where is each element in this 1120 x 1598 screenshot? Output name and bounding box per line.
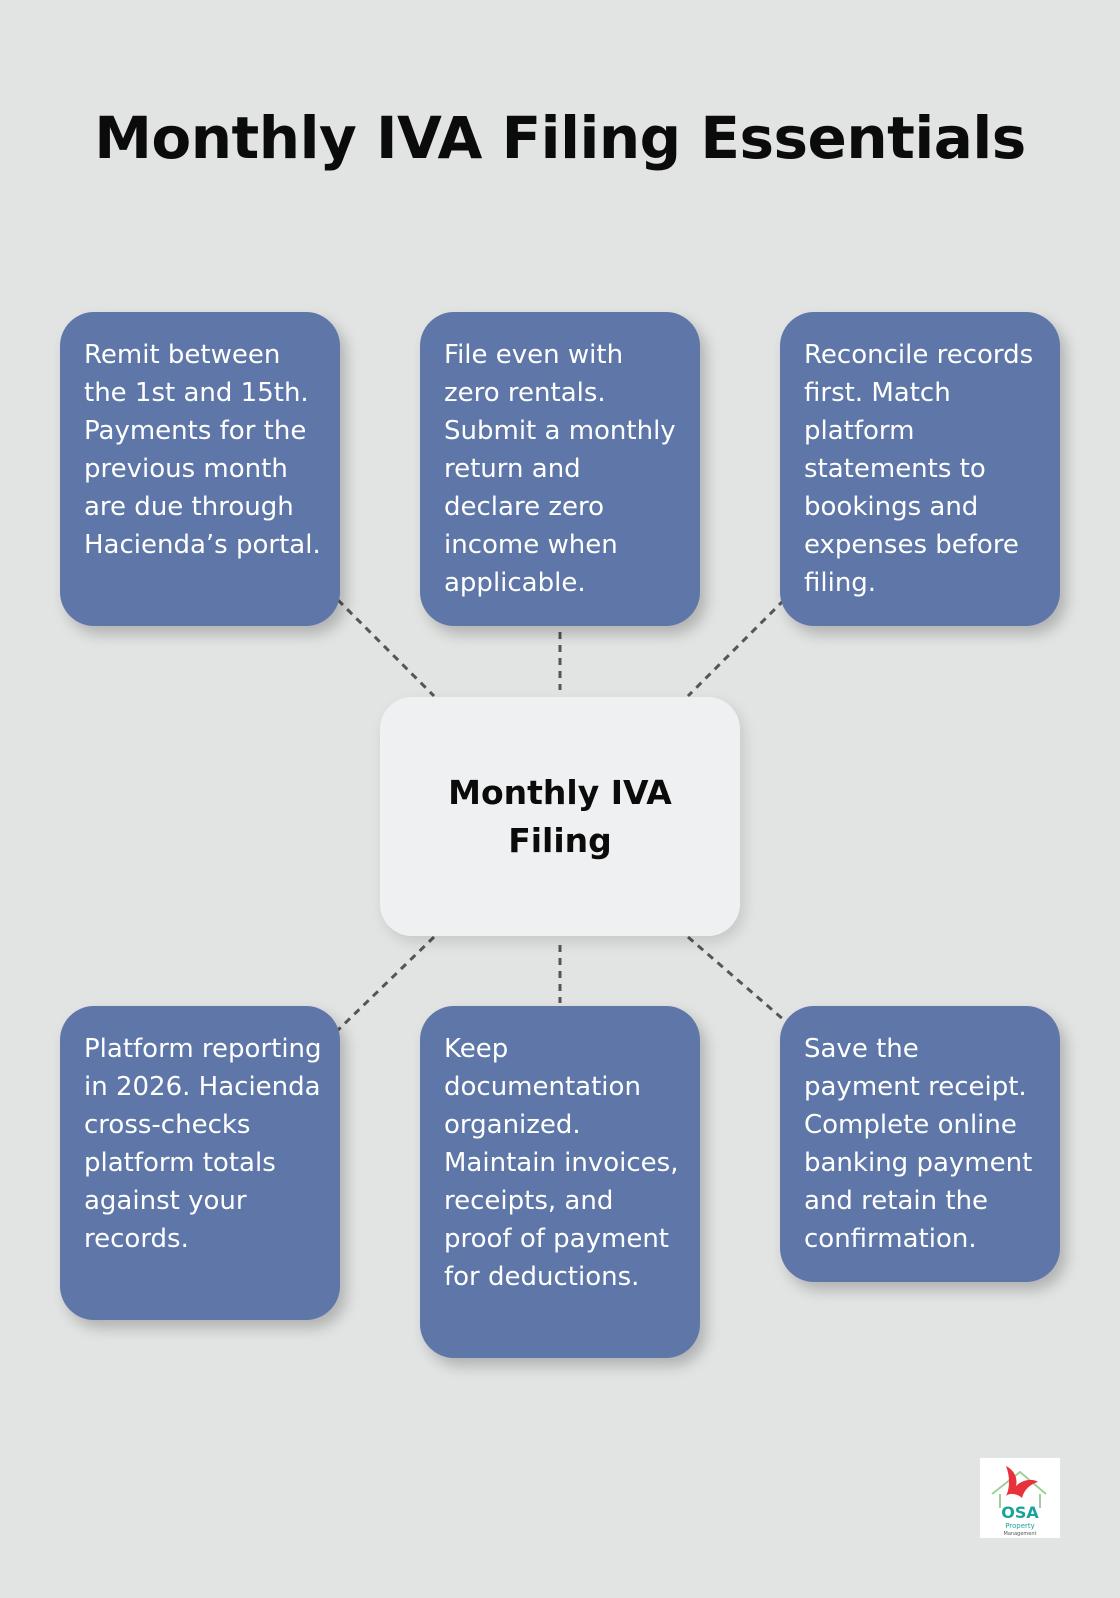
card-text: Reconcile records first. Match platform … — [804, 340, 1034, 598]
card-reconcile-records: Reconcile records first. Match platform … — [780, 312, 1060, 626]
card-text: Platform reporting in 2026. Hacienda cro… — [84, 1034, 322, 1254]
logo-sub1: Property — [1005, 1522, 1035, 1530]
card-keep-documentation: Keep documentation organized. Maintain i… — [420, 1006, 700, 1358]
card-text: Remit between the 1st and 15th. Payments… — [84, 340, 321, 560]
card-remit-deadline: Remit between the 1st and 15th. Payments… — [60, 312, 340, 626]
logo-bird-icon: OSA Property Management — [991, 1466, 1047, 1537]
center-label: Monthly IVA Filing — [448, 772, 672, 860]
connector-top-left — [336, 598, 436, 698]
card-file-zero-rentals: File even with zero rentals. Submit a mo… — [420, 312, 700, 626]
connector-top-right — [686, 598, 786, 698]
card-text: Save the payment receipt. Complete onlin… — [804, 1034, 1033, 1254]
diagram-title: Monthly IVA Filing Essentials — [94, 104, 1026, 172]
card-save-receipt: Save the payment receipt. Complete onlin… — [780, 1006, 1060, 1282]
card-platform-reporting: Platform reporting in 2026. Hacienda cro… — [60, 1006, 340, 1320]
card-text: File even with zero rentals. Submit a mo… — [444, 340, 676, 598]
connector-bottom-right — [687, 935, 785, 1022]
connector-bottom-left — [336, 935, 436, 1032]
card-text: Keep documentation organized. Maintain i… — [444, 1034, 679, 1292]
center-node: Monthly IVA Filing — [380, 697, 740, 936]
logo-brand: OSA — [1001, 1503, 1039, 1522]
company-logo: OSA Property Management — [980, 1458, 1060, 1538]
logo-sub2: Management — [1004, 1531, 1037, 1537]
